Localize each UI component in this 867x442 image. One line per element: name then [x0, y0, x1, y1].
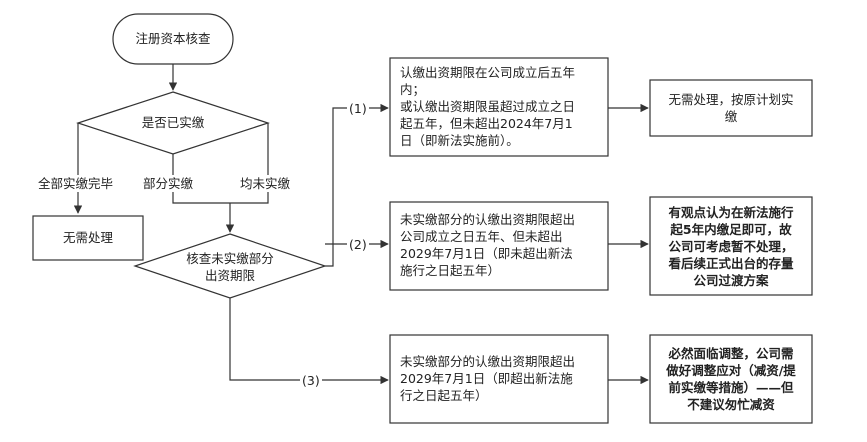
case1-marker: (1): [347, 100, 369, 117]
case3-result-line: 不建议匆忙减资: [687, 397, 775, 412]
case3-condition-text: 未实缴部分的认缴出资期限超出 2029年7月1日（即超出新法施 行之日起五年）: [400, 353, 605, 404]
case3-result-line: 必然面临调整，公司需: [668, 346, 794, 361]
case3-result-line: 前实缴等措施）——但: [668, 380, 794, 395]
case3-marker: (3): [300, 372, 322, 389]
end-no-action-label: 无需处理: [62, 230, 113, 245]
decision2-label-line1: 核查未实缴部分: [186, 251, 274, 266]
case3-condition-line: 2029年7月1日（即超出新法施: [400, 371, 573, 386]
connector-case3: [229, 298, 389, 385]
case1-result-line: 缴: [724, 109, 738, 124]
case2-condition-line: 2029年7月1日（即未超出新法: [400, 246, 573, 261]
case2-result-line: 有观点认为在新法施行: [668, 205, 794, 220]
case3-result-shape: [649, 334, 813, 424]
case3-result-text: 必然面临调整，公司需 做好调整应对（减资/提 前实缴等措施）——但 不建议匆忙减…: [652, 345, 810, 413]
case2-result-line: 公司过渡方案: [693, 273, 769, 288]
case2-condition-text: 未实缴部分的认缴出资期限超出 公司成立之日五年、但未超出 2029年7月1日（即…: [400, 211, 605, 279]
case1-condition-line: 认缴出资期限在公司成立后五年: [400, 65, 576, 80]
case1-result-line: 无需处理，按原计划实: [668, 92, 794, 107]
case1-condition-line: 或认缴出资期限虽超过成立之日: [400, 99, 576, 114]
case2-marker: (2): [347, 236, 369, 253]
case3-result-line: 做好调整应对（减资/提: [666, 363, 796, 378]
case2-result-line: 看后续正式出台的存量: [668, 256, 794, 271]
case3-condition-line: 行之日起五年）: [400, 388, 488, 403]
connector-partial-paid: [172, 154, 230, 204]
case1-result-text: 无需处理，按原计划实 缴: [652, 91, 810, 125]
case1-condition-line: 起五年，但未超出2024年7月1: [400, 116, 573, 131]
case2-result-text: 有观点认为在新法施行 起5年内缴足即可，故 公司可考虑暂不处理， 看后续正式出台…: [652, 204, 810, 289]
start-label: 注册资本核查: [135, 31, 211, 46]
decision2-label-line2: 出资期限: [204, 268, 255, 283]
case3-condition-line: 未实缴部分的认缴出资期限超出: [400, 354, 576, 369]
case2-condition-line: 未实缴部分的认缴出资期限超出: [400, 212, 576, 227]
end-no-action-shape: [32, 215, 144, 261]
case2-result-shape: [649, 196, 813, 296]
case3-condition-shape: [389, 334, 609, 424]
connector-none-paid: [230, 123, 269, 204]
case2-result-line: 公司可考虑暂不处理，: [668, 239, 794, 254]
case1-condition-text: 认缴出资期限在公司成立后五年 内； 或认缴出资期限虽超过成立之日 起五年，但未超…: [400, 64, 605, 149]
case2-condition-line: 公司成立之日五年、但未超出: [400, 229, 563, 244]
case2-condition-line: 施行之日起五年）: [400, 263, 501, 278]
case1-condition-shape: [389, 57, 609, 157]
case1-condition-line: 内；: [400, 82, 426, 97]
case1-condition-line: 日（即新法实施前）。: [400, 133, 519, 148]
branch-label-partial-paid: 部分实缴: [143, 175, 194, 192]
case1-result-shape: [649, 79, 813, 137]
branch-label-all-paid: 全部实缴完毕: [38, 175, 114, 192]
branch-label-none-paid: 均未实缴: [240, 175, 291, 192]
case2-condition-shape: [389, 201, 609, 291]
case2-result-line: 起5年内缴足即可，故: [670, 222, 792, 237]
decision1-label: 是否已实缴: [141, 115, 205, 130]
